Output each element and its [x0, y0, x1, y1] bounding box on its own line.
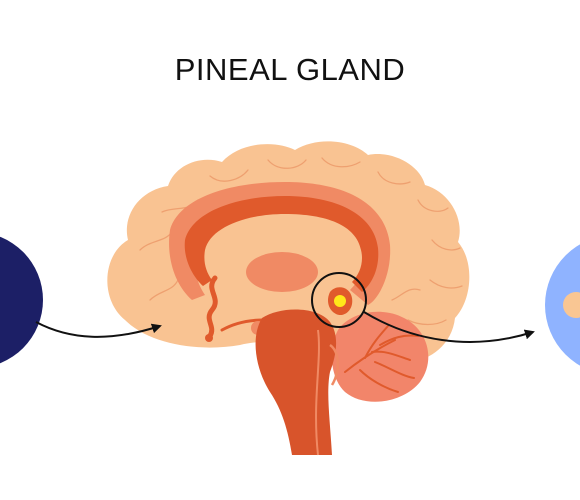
- arrow-right-icon: [363, 311, 535, 343]
- mammillary-body: [205, 334, 213, 342]
- hypothalamus-curl: [206, 275, 218, 339]
- arrow-right-icon: [35, 321, 162, 338]
- brain-illustration: [107, 141, 470, 456]
- cerebellum: [331, 311, 429, 402]
- thalamus: [246, 252, 318, 292]
- pineal-gland: [334, 295, 346, 307]
- night-circle: [0, 236, 43, 364]
- brain-stem-line: [315, 329, 320, 456]
- brain-stem: [255, 309, 337, 455]
- magnifier-circle: [311, 272, 367, 328]
- diagram-title: PINEAL GLAND: [174, 52, 406, 87]
- gyri-lines: [139, 157, 463, 326]
- corpus-callosum: [184, 196, 379, 292]
- day-circle: [545, 244, 580, 366]
- arbor-vitae: [344, 325, 419, 393]
- fourth-ventricle: [329, 343, 339, 386]
- sun-icon: [563, 292, 580, 318]
